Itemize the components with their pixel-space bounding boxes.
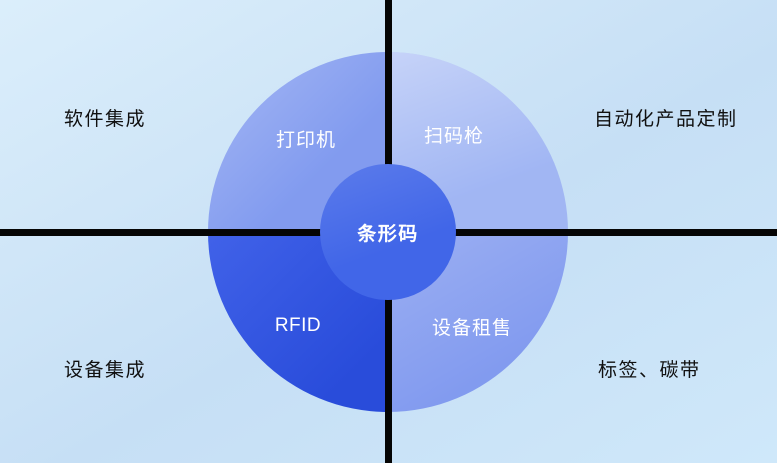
- corner-label-software-integration: 软件集成: [64, 109, 147, 130]
- quadrant-rfid-label: RFID: [274, 315, 322, 336]
- center-circle-label: 条形码: [357, 223, 419, 245]
- quadrant-printer-label: 打印机: [275, 129, 336, 151]
- center-circle: 条形码: [320, 164, 456, 300]
- quadrant-barcode-scanner-label: 扫码枪: [423, 125, 484, 147]
- corner-label-labels-ribbons: 标签、碳带: [598, 360, 701, 381]
- corner-label-automation-product-customization: 自动化产品定制: [594, 109, 738, 130]
- corner-label-equipment-integration: 设备集成: [64, 360, 147, 381]
- quadrant-equipment-rental-label: 设备租售: [431, 317, 512, 339]
